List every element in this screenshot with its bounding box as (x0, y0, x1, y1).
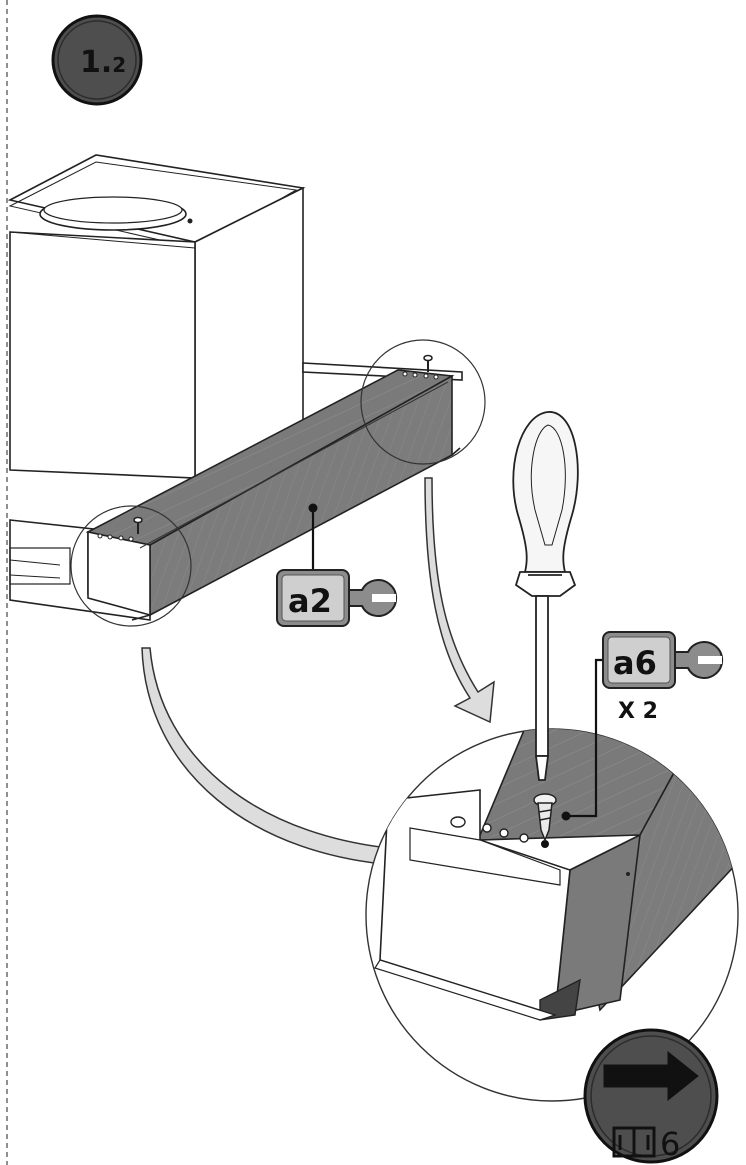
step-sub-number: 2 (112, 53, 126, 77)
part-code-a2: a2 (288, 582, 332, 620)
detail-highlight-circle (360, 339, 486, 465)
part-code-a6: a6 (613, 644, 657, 682)
screw-icon (423, 354, 433, 372)
right-arrow-icon (603, 1050, 699, 1102)
screwdriver-icon (512, 411, 579, 781)
callout-line (561, 658, 606, 821)
book-icon (612, 1126, 656, 1158)
hood-chimney-box (7, 154, 306, 480)
screw-icon (533, 793, 557, 843)
next-page-badge: 6 (583, 1028, 719, 1164)
step-number: 1. (80, 45, 112, 80)
detail-arrow-upper (424, 477, 495, 724)
next-page-number: 6 (660, 1125, 680, 1163)
part-label-a6: a6 X 2 (602, 631, 724, 724)
mounting-bracket (85, 354, 461, 621)
screw-icon (133, 516, 143, 534)
svg-text:1.2: 1.2 (80, 45, 126, 80)
step-badge: 1.2 (51, 14, 143, 106)
part-quantity-a6: X 2 (618, 699, 658, 724)
wrench-icon (348, 579, 398, 617)
part-label-a2: a2 (276, 569, 398, 627)
detail-highlight-circle (70, 505, 192, 627)
exhaust-collar (39, 196, 193, 231)
wrench-icon (674, 641, 724, 679)
